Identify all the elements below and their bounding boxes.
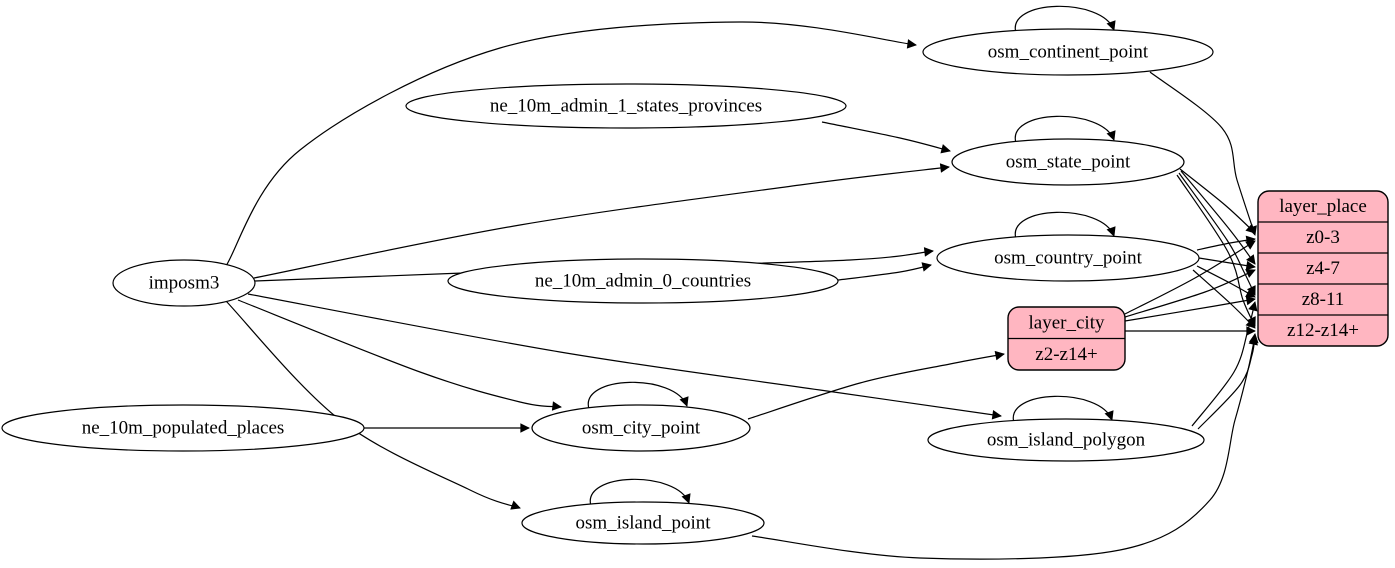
node-layer_place: layer_place z0-3 z4-7 z8-11 z12-z14+: [1257, 190, 1389, 347]
edge-layer_city-layer_place-z4-7: [1124, 269, 1256, 318]
self-loop-osm_city_point: [587, 381, 689, 410]
osm_continent_point-ellipse: [922, 28, 1214, 76]
self-loop-osm_country_point: [1014, 211, 1116, 240]
edge-osm_island_polygon-layer_place-z12-z14+: [1197, 333, 1259, 430]
nodes-layer: imposm3 ne_10m_admin_1_states_provincesne…: [1, 28, 1389, 545]
ne_10m_admin_1_states_provinces-label: ne_10m_admin_1_states_provinces: [490, 96, 762, 117]
osm_country_point-label: osm_country_point: [994, 248, 1142, 269]
ne_10m_admin_0_countries-label: ne_10m_admin_0_countries: [535, 271, 751, 292]
layer_place-row-z8-11: z8-11: [1302, 289, 1345, 310]
node-ne_10m_admin_1_states_provinces: ne_10m_admin_1_states_provinces: [405, 83, 847, 129]
ne_10m_populated_places-label: ne_10m_populated_places: [82, 418, 285, 439]
ne_10m_admin_0_countries-ellipse: [447, 258, 839, 304]
self-loop-osm_state_point: [1014, 115, 1116, 144]
edge-osm_country_point-layer_place-z0-3: [1196, 235, 1256, 251]
edge-ne_10m_admin_0_countries-osm_country_point: [837, 262, 932, 281]
imposm3-ellipse: [112, 259, 256, 307]
edge-layer_city-layer_place-z0-3: [1124, 240, 1256, 315]
osm_continent_point-label: osm_continent_point: [988, 42, 1149, 63]
osm_state_point-label: osm_state_point: [1006, 152, 1131, 173]
layer_city-title: layer_city: [1029, 312, 1105, 333]
edge-osm_island_point-layer_place-z12-z14+: [751, 335, 1258, 560]
osm_island_polygon-label: osm_island_polygon: [987, 430, 1146, 451]
osm_city_point-label: osm_city_point: [582, 418, 701, 439]
layer_place-row-z0-3: z0-3: [1306, 227, 1340, 248]
node-layer_city: layer_city z2-z14+: [1007, 306, 1126, 371]
edge-osm_state_point-layer_place-z8-11: [1178, 172, 1256, 296]
layer_place-row-z12-z14+: z12-z14+: [1287, 320, 1359, 341]
edge-imposm3-osm_island_polygon: [247, 293, 1002, 420]
layer_place-box: [1257, 190, 1389, 347]
edge-osm_country_point-layer_place-z8-11: [1196, 265, 1256, 298]
edge-osm_city_point-layer_city-z2-z14+: [747, 350, 1005, 420]
edge-imposm3-osm_state_point: [253, 163, 950, 279]
osm_state_point-ellipse: [951, 138, 1185, 186]
osm_island_polygon-ellipse: [927, 418, 1205, 462]
edge-osm_state_point-layer_place-z12-z14+: [1176, 174, 1256, 327]
edge-layer_city-layer_place-z8-11: [1124, 295, 1256, 322]
edge-osm_country_point-layer_place-z4-7: [1198, 257, 1256, 271]
edge-osm_continent_point-layer_place-z0-3: [1149, 71, 1257, 236]
edge-osm_island_polygon-layer_place-z8-11: [1191, 301, 1258, 427]
edge-ne_10m_admin_1_states_provinces-osm_state_point: [821, 121, 951, 154]
node-osm_country_point: osm_country_point: [936, 234, 1200, 282]
node-osm_continent_point: osm_continent_point: [922, 28, 1214, 76]
node-imposm3: imposm3: [112, 259, 256, 307]
node-osm_island_polygon: osm_island_polygon: [927, 418, 1205, 462]
node-osm_state_point: osm_state_point: [951, 138, 1185, 186]
ne_10m_admin_1_states_provinces-ellipse: [405, 83, 847, 129]
layer_place-row-z4-7: z4-7: [1306, 258, 1340, 279]
ne_10m_populated_places-ellipse: [1, 404, 365, 452]
edge-osm_state_point-layer_place-z4-7: [1180, 170, 1256, 265]
self-loop-osm_island_polygon: [1012, 395, 1114, 424]
edge-osm_country_point-layer_place-z12-z14+: [1192, 269, 1256, 329]
imposm3-label: imposm3: [149, 273, 220, 294]
osm_island_point-ellipse: [521, 501, 765, 545]
edge-imposm3-osm_island_point: [225, 300, 521, 510]
edges-layer: [225, 5, 1259, 560]
edge-imposm3-osm_city_point: [237, 299, 562, 411]
self-loop-osm_island_point: [589, 478, 691, 507]
node-ne_10m_admin_0_countries: ne_10m_admin_0_countries: [447, 258, 839, 304]
node-osm_city_point: osm_city_point: [531, 404, 751, 452]
node-ne_10m_populated_places: ne_10m_populated_places: [1, 404, 365, 452]
node-osm_island_point: osm_island_point: [521, 501, 765, 545]
osm_country_point-ellipse: [936, 234, 1200, 282]
osm_city_point-ellipse: [531, 404, 751, 452]
edge-osm_state_point-layer_place-z0-3: [1179, 168, 1256, 234]
osm_island_point-label: osm_island_point: [575, 513, 711, 534]
self-loop-osm_continent_point: [1014, 5, 1116, 34]
layer_city-row-z2-z14+: z2-z14+: [1035, 344, 1097, 365]
edge-imposm3-osm_continent_point: [225, 21, 917, 267]
layer_place-title: layer_place: [1279, 196, 1367, 217]
